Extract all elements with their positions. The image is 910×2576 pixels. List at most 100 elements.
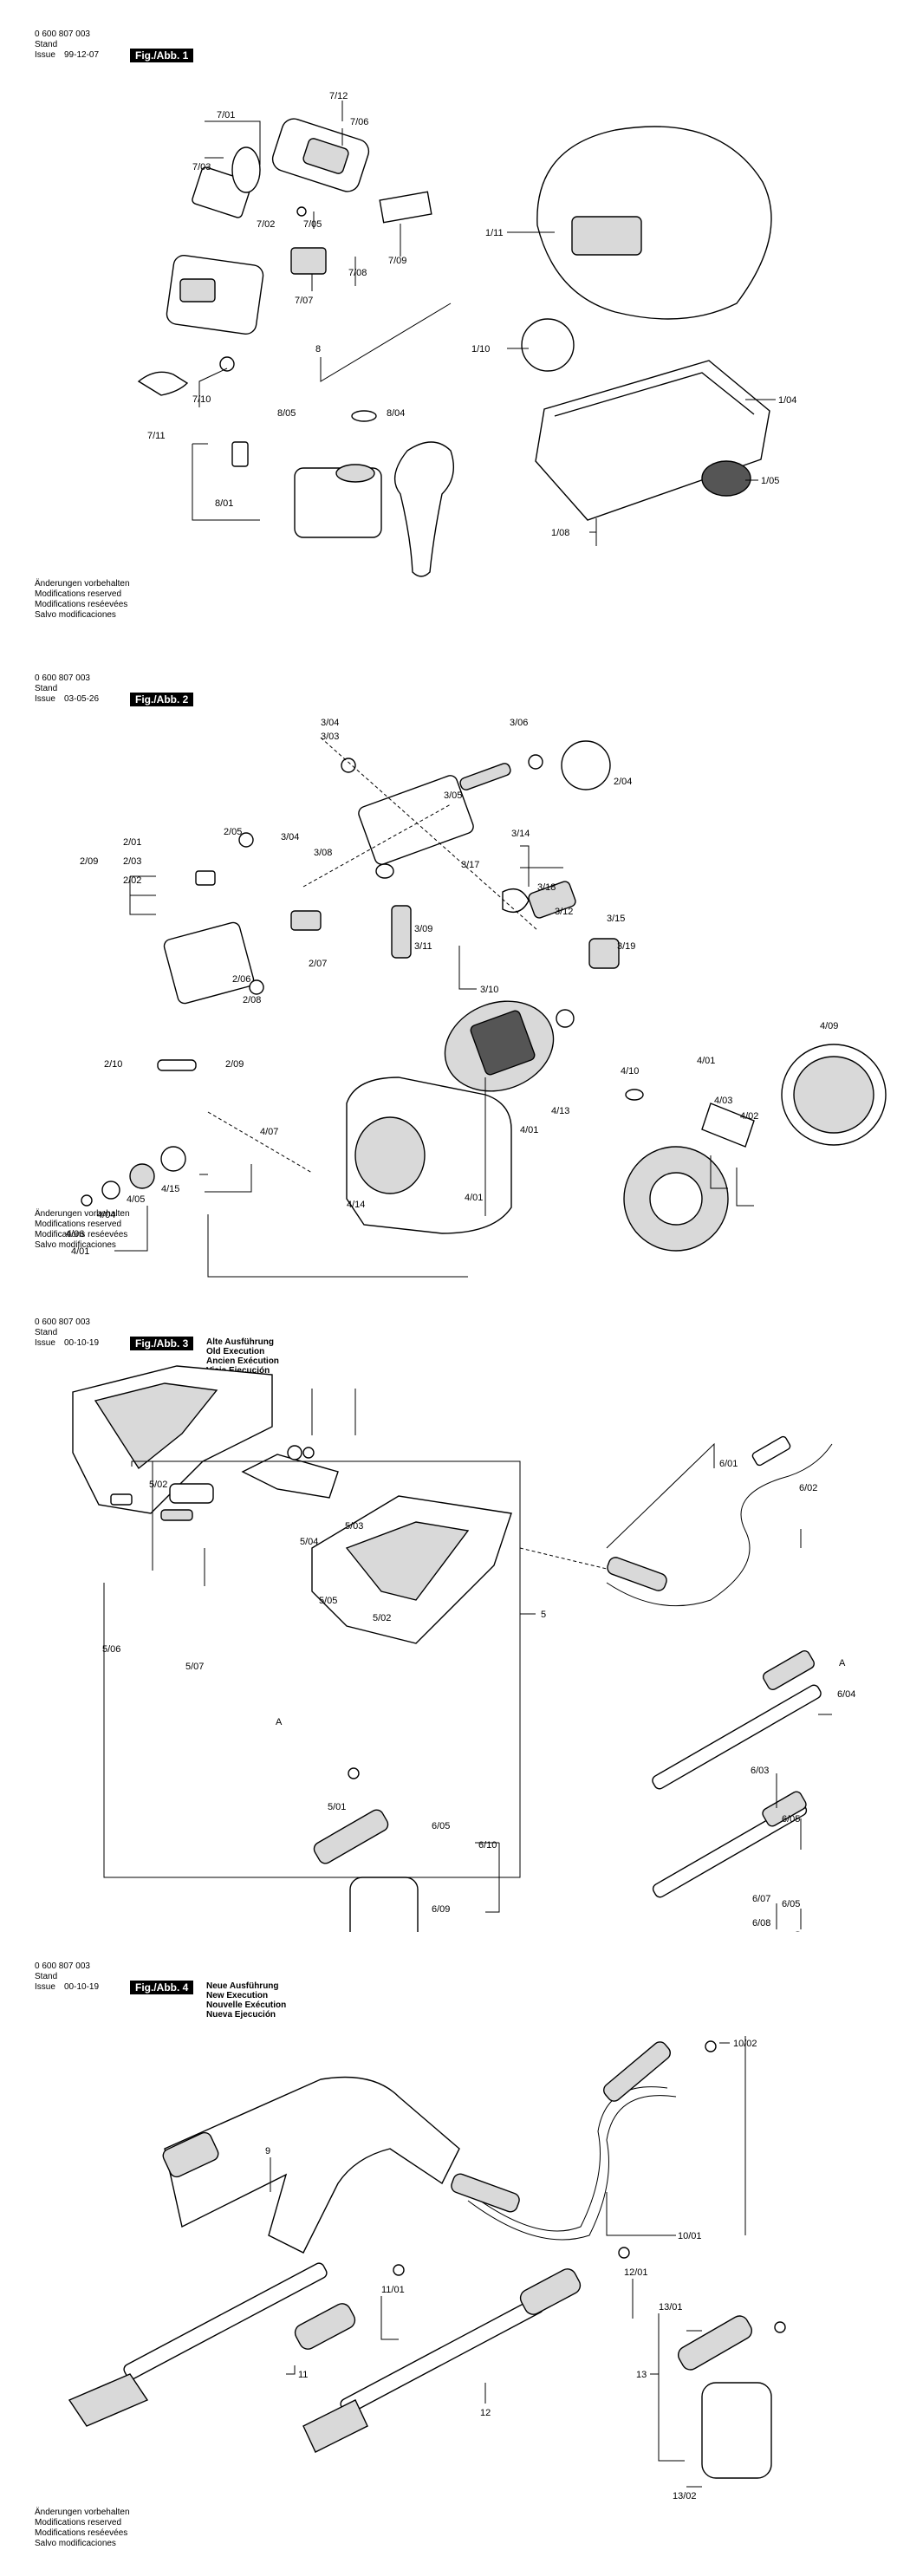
notes-block: Änderungen vorbehalten Modifications res… <box>35 2508 130 2549</box>
part-label: 6/05 <box>782 1899 800 1909</box>
note-line: Modifications reserved <box>35 2518 122 2527</box>
stand-label: Stand <box>35 684 58 693</box>
part-label: 5/04 <box>300 1537 318 1547</box>
exec-line: Alte Ausführung <box>206 1337 274 1347</box>
part-label: 8/04 <box>387 408 405 419</box>
part-label: 7/07 <box>295 296 313 306</box>
stand-label: Stand <box>35 40 58 49</box>
part-label: 3/10 <box>480 985 498 995</box>
part-label: 2/02 <box>123 875 141 886</box>
part-label: 6/02 <box>799 1483 817 1493</box>
doc-number: 0 600 807 003 <box>35 29 90 39</box>
part-label: 5 <box>541 1610 546 1620</box>
note-line: Änderungen vorbehalten <box>35 2508 130 2517</box>
part-drawings <box>72 1365 833 1932</box>
part-label: 2/09 <box>80 856 98 867</box>
part-label: 2/09 <box>225 1059 244 1070</box>
figure-tag: Fig./Abb. 4 <box>130 1981 194 1994</box>
part-label: 4/15 <box>161 1184 179 1194</box>
note-line: Modifications reserved <box>35 1220 122 1229</box>
doc-number: 0 600 807 003 <box>35 1961 90 1971</box>
leader-lines <box>192 101 776 533</box>
part-labels: 3/04 3/03 3/06 2/04 2/05 3/05 3/04 3/08 … <box>66 718 838 1257</box>
issue-label: Issue <box>35 1982 55 1992</box>
issue-label: Issue <box>35 694 55 704</box>
part-label: 3/04 <box>281 832 299 842</box>
part-label: 1/08 <box>551 528 569 538</box>
part-label: 3/08 <box>314 848 332 858</box>
exploded-view-fig-2: 3/04 3/03 3/06 2/04 2/05 3/05 3/04 3/08 … <box>66 718 887 1278</box>
figure-tag: Fig./Abb. 1 <box>130 49 194 62</box>
note-line: Salvo modificaciones <box>35 610 116 620</box>
part-label: 7/12 <box>329 91 348 101</box>
part-label: 2/03 <box>123 856 141 867</box>
issue-label: Issue <box>35 1338 55 1348</box>
note-line: Modifications reséevées <box>35 600 128 609</box>
part-label: 11/01 <box>381 2285 405 2295</box>
issue-date: 00-10-19 <box>64 1338 100 1348</box>
part-label: 2/05 <box>224 827 242 837</box>
exec-line: Vieja Ejecución <box>206 1366 270 1376</box>
stand-label: Stand <box>35 1972 58 1981</box>
note-line: Modifications reséevées <box>35 1230 128 1239</box>
part-label: 13 <box>636 2370 647 2380</box>
exec-line: Nouvelle Exécution <box>206 2000 287 2010</box>
part-label: 4/09 <box>820 1021 838 1031</box>
part-label: 4/13 <box>551 1106 569 1116</box>
part-label: 2/01 <box>123 837 141 848</box>
exec-line: Ancien Exécution <box>206 1356 279 1366</box>
part-label: 10/01 <box>678 2231 702 2241</box>
note-line: Salvo modificaciones <box>35 1240 116 1250</box>
part-label: 7/08 <box>348 268 367 278</box>
part-drawings <box>68 2040 786 2479</box>
exploded-view-fig-1: 7/01 7/12 7/06 7/03 7/02 7/05 7/09 7/07 … <box>137 91 796 577</box>
part-label: 4/07 <box>260 1127 278 1137</box>
part-label: 1/04 <box>778 395 796 406</box>
part-label: 3/14 <box>511 829 530 839</box>
part-label: 6/08 <box>752 1918 770 1929</box>
part-label: 13/02 <box>673 2491 697 2501</box>
part-label: 12 <box>480 2408 491 2418</box>
part-label: 3/19 <box>617 941 635 952</box>
note-line: Modifications reserved <box>35 589 122 599</box>
exec-line: Nueva Ejecución <box>206 2010 276 2020</box>
part-label: 4/01 <box>465 1193 483 1203</box>
part-label: 10/02 <box>733 2039 757 2049</box>
note-line: Änderungen vorbehalten <box>35 579 130 589</box>
part-label: 4/14 <box>347 1200 365 1210</box>
note-line: Modifications reséevées <box>35 2528 128 2538</box>
part-label: 4/01 <box>520 1125 538 1135</box>
note-line: Salvo modificaciones <box>35 2539 116 2548</box>
part-label: 2/07 <box>309 959 327 969</box>
part-label: 8/05 <box>277 408 296 419</box>
part-drawings <box>81 740 887 1252</box>
execution-note: Neue Ausführung New Execution Nouvelle E… <box>206 1981 286 2020</box>
part-label: 6/09 <box>432 1904 450 1915</box>
part-label: 5/02 <box>149 1480 167 1490</box>
part-label: 7/10 <box>192 394 211 405</box>
part-label: 3/15 <box>607 914 625 924</box>
part-label: 4/01 <box>697 1056 715 1066</box>
exec-line: Neue Ausführung <box>206 1981 279 1991</box>
part-label: 5/06 <box>102 1644 120 1655</box>
part-label: 6/05 <box>432 1821 450 1831</box>
part-labels: 7/01 7/12 7/06 7/03 7/02 7/05 7/09 7/07 … <box>147 91 796 538</box>
exploded-view-fig-4: 10/02 9 10/01 11/01 12/01 11 12 13/01 13… <box>68 2036 786 2501</box>
part-label: 5/01 <box>328 1802 346 1812</box>
part-label: 5/03 <box>345 1521 363 1532</box>
part-label: 2/08 <box>243 995 261 1005</box>
part-label: 3/05 <box>444 790 462 801</box>
part-label: A <box>276 1717 283 1727</box>
part-labels: 6/01 5/02 6/02 5/04 5/03 5 5/05 5/02 5/0… <box>102 1459 855 1929</box>
part-label: 3/18 <box>537 882 556 893</box>
part-label: 6/01 <box>719 1459 738 1469</box>
part-label: 6/03 <box>751 1766 769 1776</box>
exploded-view-fig-3: 6/01 5/02 6/02 5/04 5/03 5 5/05 5/02 5/0… <box>72 1365 855 1932</box>
leader-lines <box>114 737 754 1278</box>
notes-block: Änderungen vorbehalten Modifications res… <box>35 579 130 621</box>
part-label: 7/06 <box>350 117 368 127</box>
part-label: 7/11 <box>147 431 166 441</box>
